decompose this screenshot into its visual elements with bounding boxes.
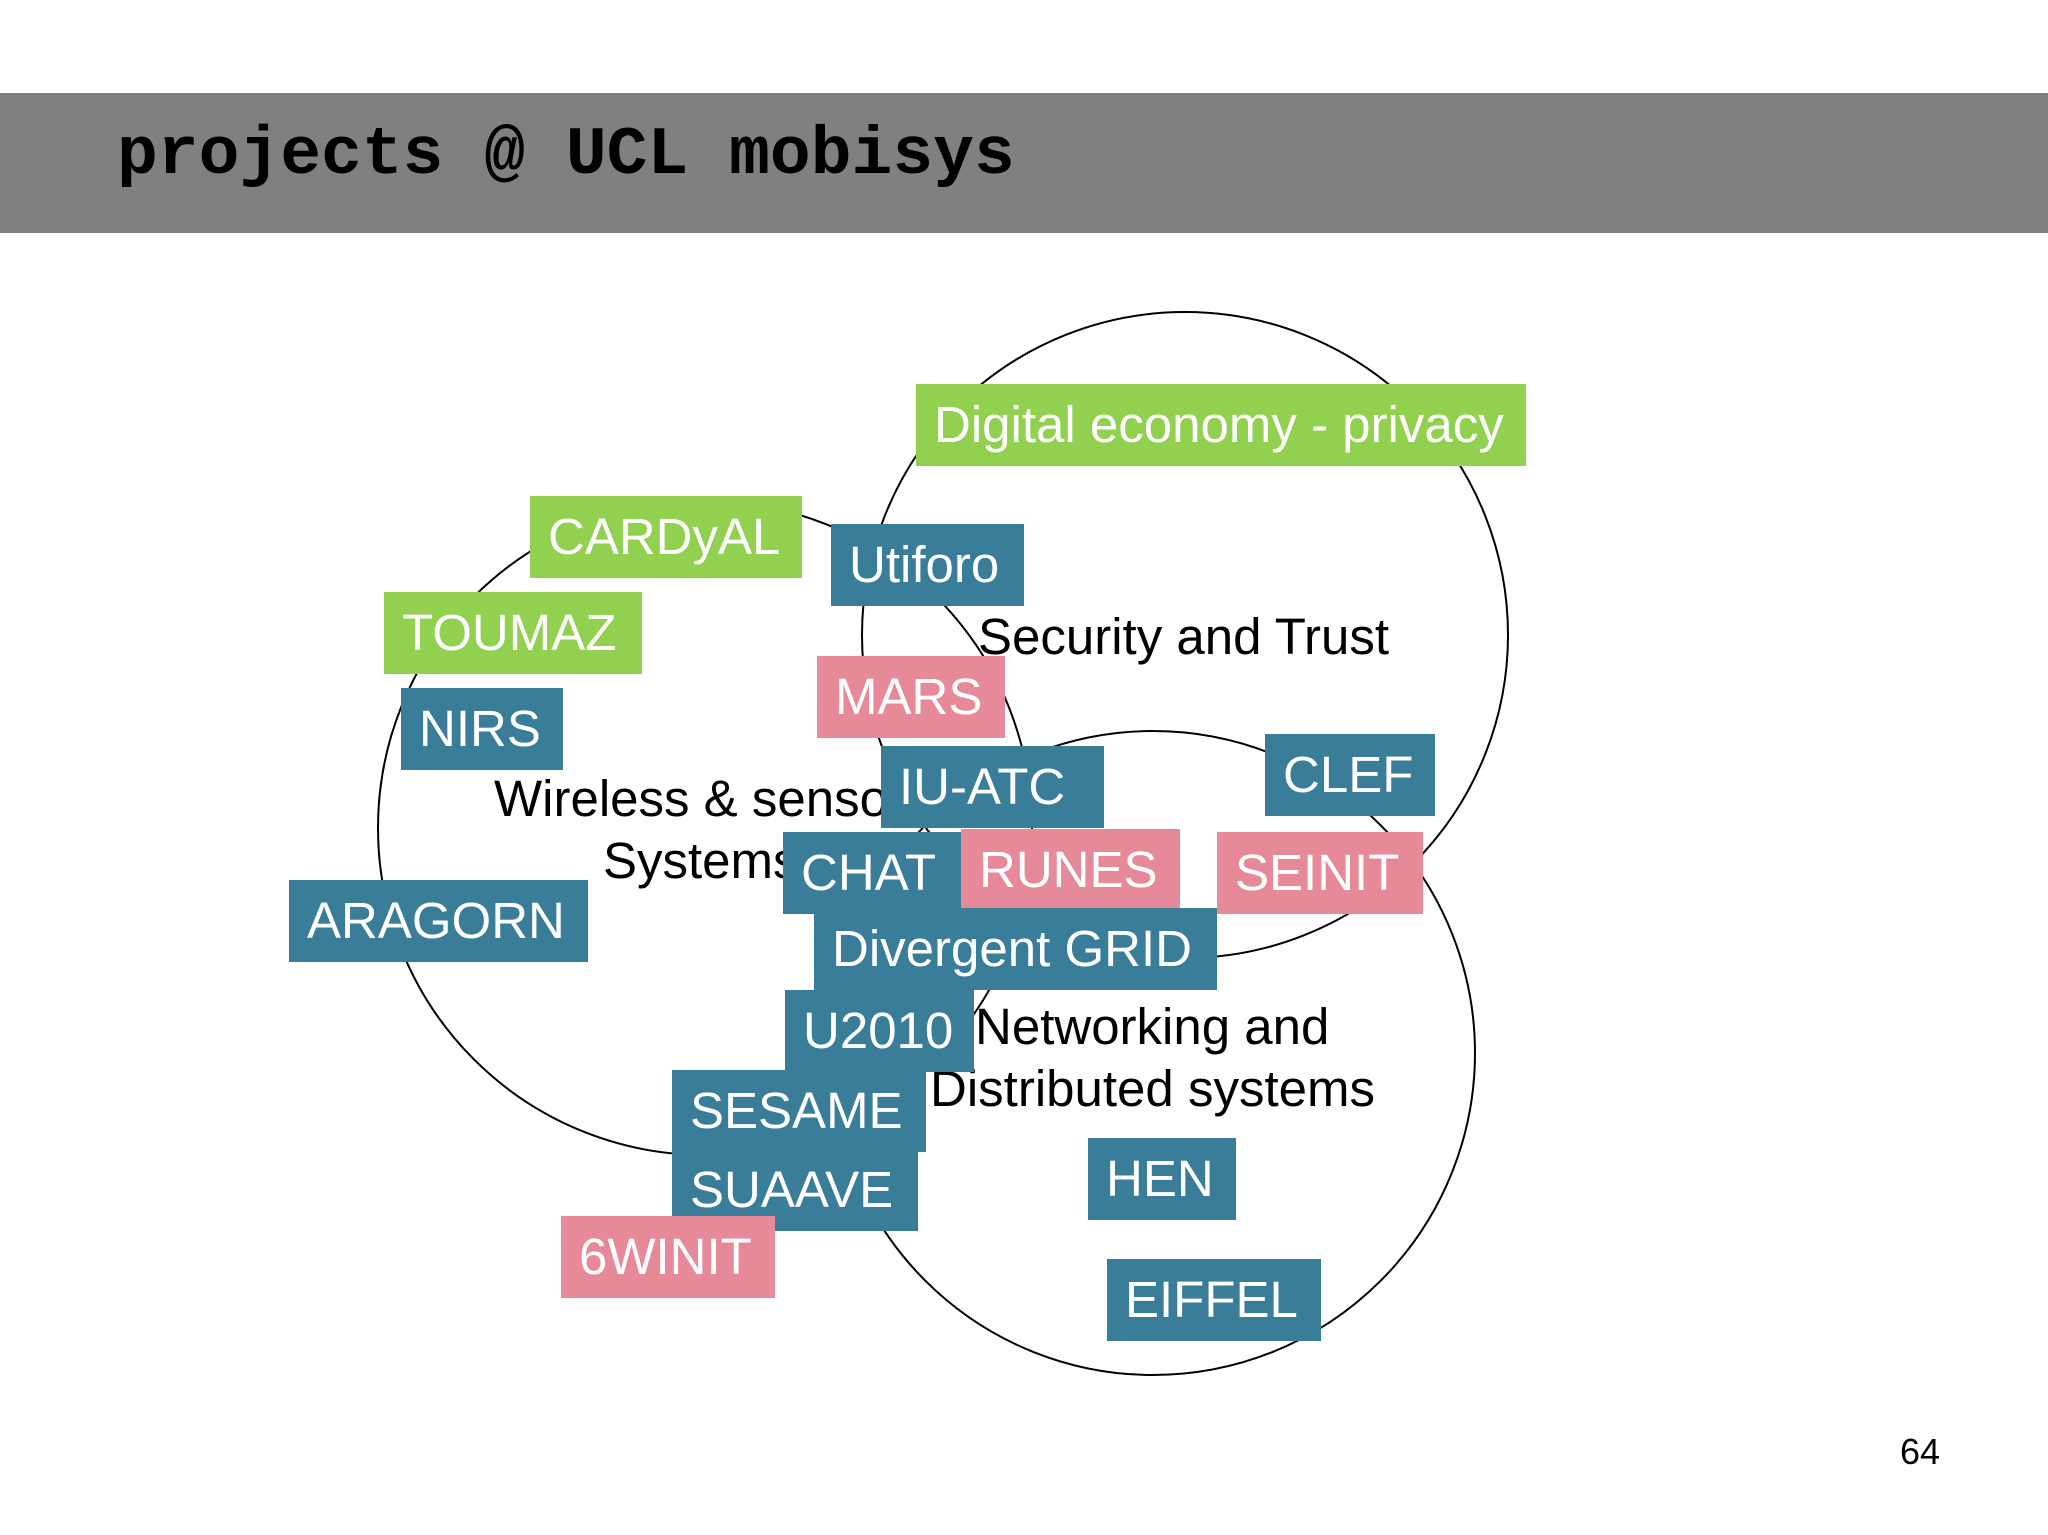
label-networking-line2: Distributed systems bbox=[930, 1060, 1375, 1117]
tag-eiffel: EIFFEL bbox=[1107, 1259, 1321, 1341]
tag-seinit: SEINIT bbox=[1217, 832, 1423, 914]
label-security-trust: Security and Trust bbox=[978, 608, 1390, 665]
tag-mars: MARS bbox=[817, 656, 1005, 738]
label-wireless-line2: Systems bbox=[603, 832, 799, 889]
tag-runes: RUNES bbox=[961, 829, 1180, 911]
tag-divergent-grid: Divergent GRID bbox=[814, 908, 1217, 990]
tag-clef: CLEF bbox=[1265, 734, 1435, 816]
tag-6winit: 6WINIT bbox=[561, 1216, 775, 1298]
tag-hen: HEN bbox=[1088, 1138, 1236, 1220]
tag-chat: CHAT bbox=[783, 832, 963, 914]
tag-utiforo: Utiforo bbox=[831, 524, 1024, 606]
label-wireless-line1: Wireless & sensor bbox=[494, 770, 905, 827]
slide-title: projects @ UCL mobisys bbox=[117, 117, 1015, 194]
tag-iu-atc: IU-ATC bbox=[881, 746, 1104, 828]
title-bar bbox=[0, 93, 2048, 233]
tag-u2010: U2010 bbox=[785, 990, 974, 1072]
label-networking-line1: Networking and bbox=[975, 998, 1330, 1055]
tag-digital-economy-privacy: Digital economy - privacy bbox=[916, 384, 1526, 466]
page-number: 64 bbox=[1900, 1431, 1941, 1472]
tag-cardyal: CARDyAL bbox=[530, 496, 802, 578]
tag-suaave: SUAAVE bbox=[672, 1149, 918, 1231]
tag-toumaz: TOUMAZ bbox=[384, 592, 642, 674]
tag-nirs: NIRS bbox=[401, 688, 563, 770]
tag-sesame: SESAME bbox=[672, 1070, 926, 1152]
tag-aragorn: ARAGORN bbox=[289, 880, 588, 962]
